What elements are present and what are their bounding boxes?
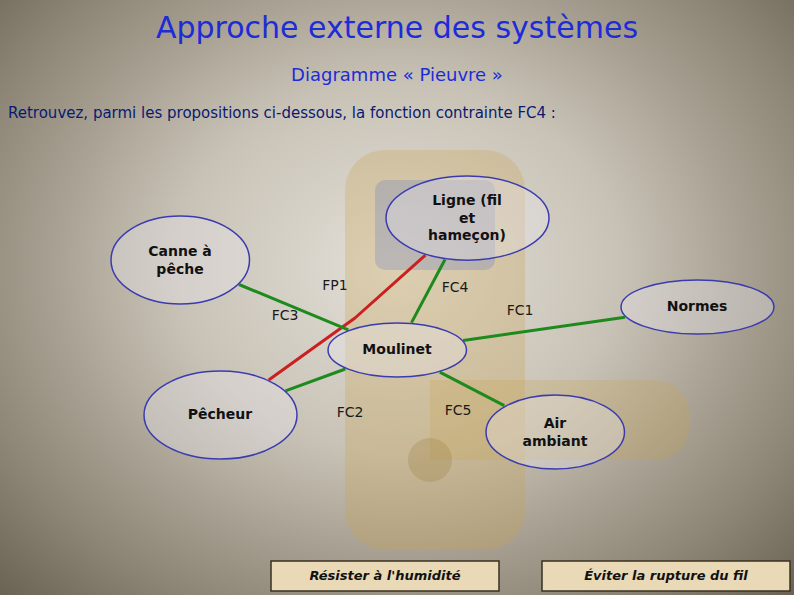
function-ellipse: Air ambiant <box>485 394 626 470</box>
constraint-function-line <box>286 369 346 391</box>
box-shape <box>271 561 499 591</box>
constraint-function-line <box>463 317 625 340</box>
answer-box: Résister à l'humidité <box>270 560 500 592</box>
ellipse-shape <box>386 176 549 260</box>
function-code: FC3 <box>272 307 299 323</box>
answer-text: Résister à l'humidité <box>309 568 460 584</box>
node-text-wrap: Ligne (fil et hameçon) <box>422 192 512 245</box>
ellipse-shape <box>621 280 774 334</box>
ellipse-shape <box>111 216 250 304</box>
function-ellipse: Canne à pêche <box>110 215 251 305</box>
node-text-wrap: Moulinet <box>352 341 442 359</box>
box-shape <box>542 561 790 591</box>
node-text-wrap: Air ambiant <box>510 415 600 450</box>
function-ellipse: Pêcheur <box>143 370 298 460</box>
function-ellipse: Normes <box>620 279 775 335</box>
node-text-wrap: Éviter la rupture du fil <box>584 568 748 584</box>
instruction-text: Retrouvez, parmi les propositions ci-des… <box>8 104 556 122</box>
function-ellipse: Ligne (fil et hameçon) <box>385 175 550 261</box>
function-code: FP1 <box>322 277 347 293</box>
node-label: Canne à pêche <box>135 243 225 278</box>
lock-handle <box>430 380 690 460</box>
node-text-wrap: Résister à l'humidité <box>309 568 460 584</box>
answer-text: Éviter la rupture du fil <box>584 568 748 584</box>
node-label: Ligne (fil et hameçon) <box>422 192 512 245</box>
answer-box: Éviter la rupture du fil <box>541 560 791 592</box>
node-text-wrap: Pêcheur <box>170 406 270 424</box>
ellipse-shape <box>328 323 467 377</box>
node-label: Moulinet <box>352 341 442 359</box>
page-title: Approche externe des systèmes <box>0 10 794 45</box>
node-label: Pêcheur <box>170 406 270 424</box>
ellipse-shape <box>144 371 297 459</box>
constraint-function-line <box>412 260 446 323</box>
constraint-function-line <box>440 372 505 406</box>
node-label: Air ambiant <box>510 415 600 450</box>
node-text-wrap: Normes <box>647 298 747 316</box>
diagram-subtitle: Diagramme « Pieuvre » <box>0 64 794 85</box>
function-code: FC1 <box>507 302 534 318</box>
function-code: FC2 <box>337 404 364 420</box>
function-code: FC5 <box>445 402 472 418</box>
function-ellipse: Moulinet <box>327 322 468 378</box>
node-text-wrap: Canne à pêche <box>135 243 225 278</box>
lock-knob <box>408 438 452 482</box>
node-label: Normes <box>647 298 747 316</box>
ellipse-shape <box>486 395 625 469</box>
function-code: FC4 <box>442 279 469 295</box>
